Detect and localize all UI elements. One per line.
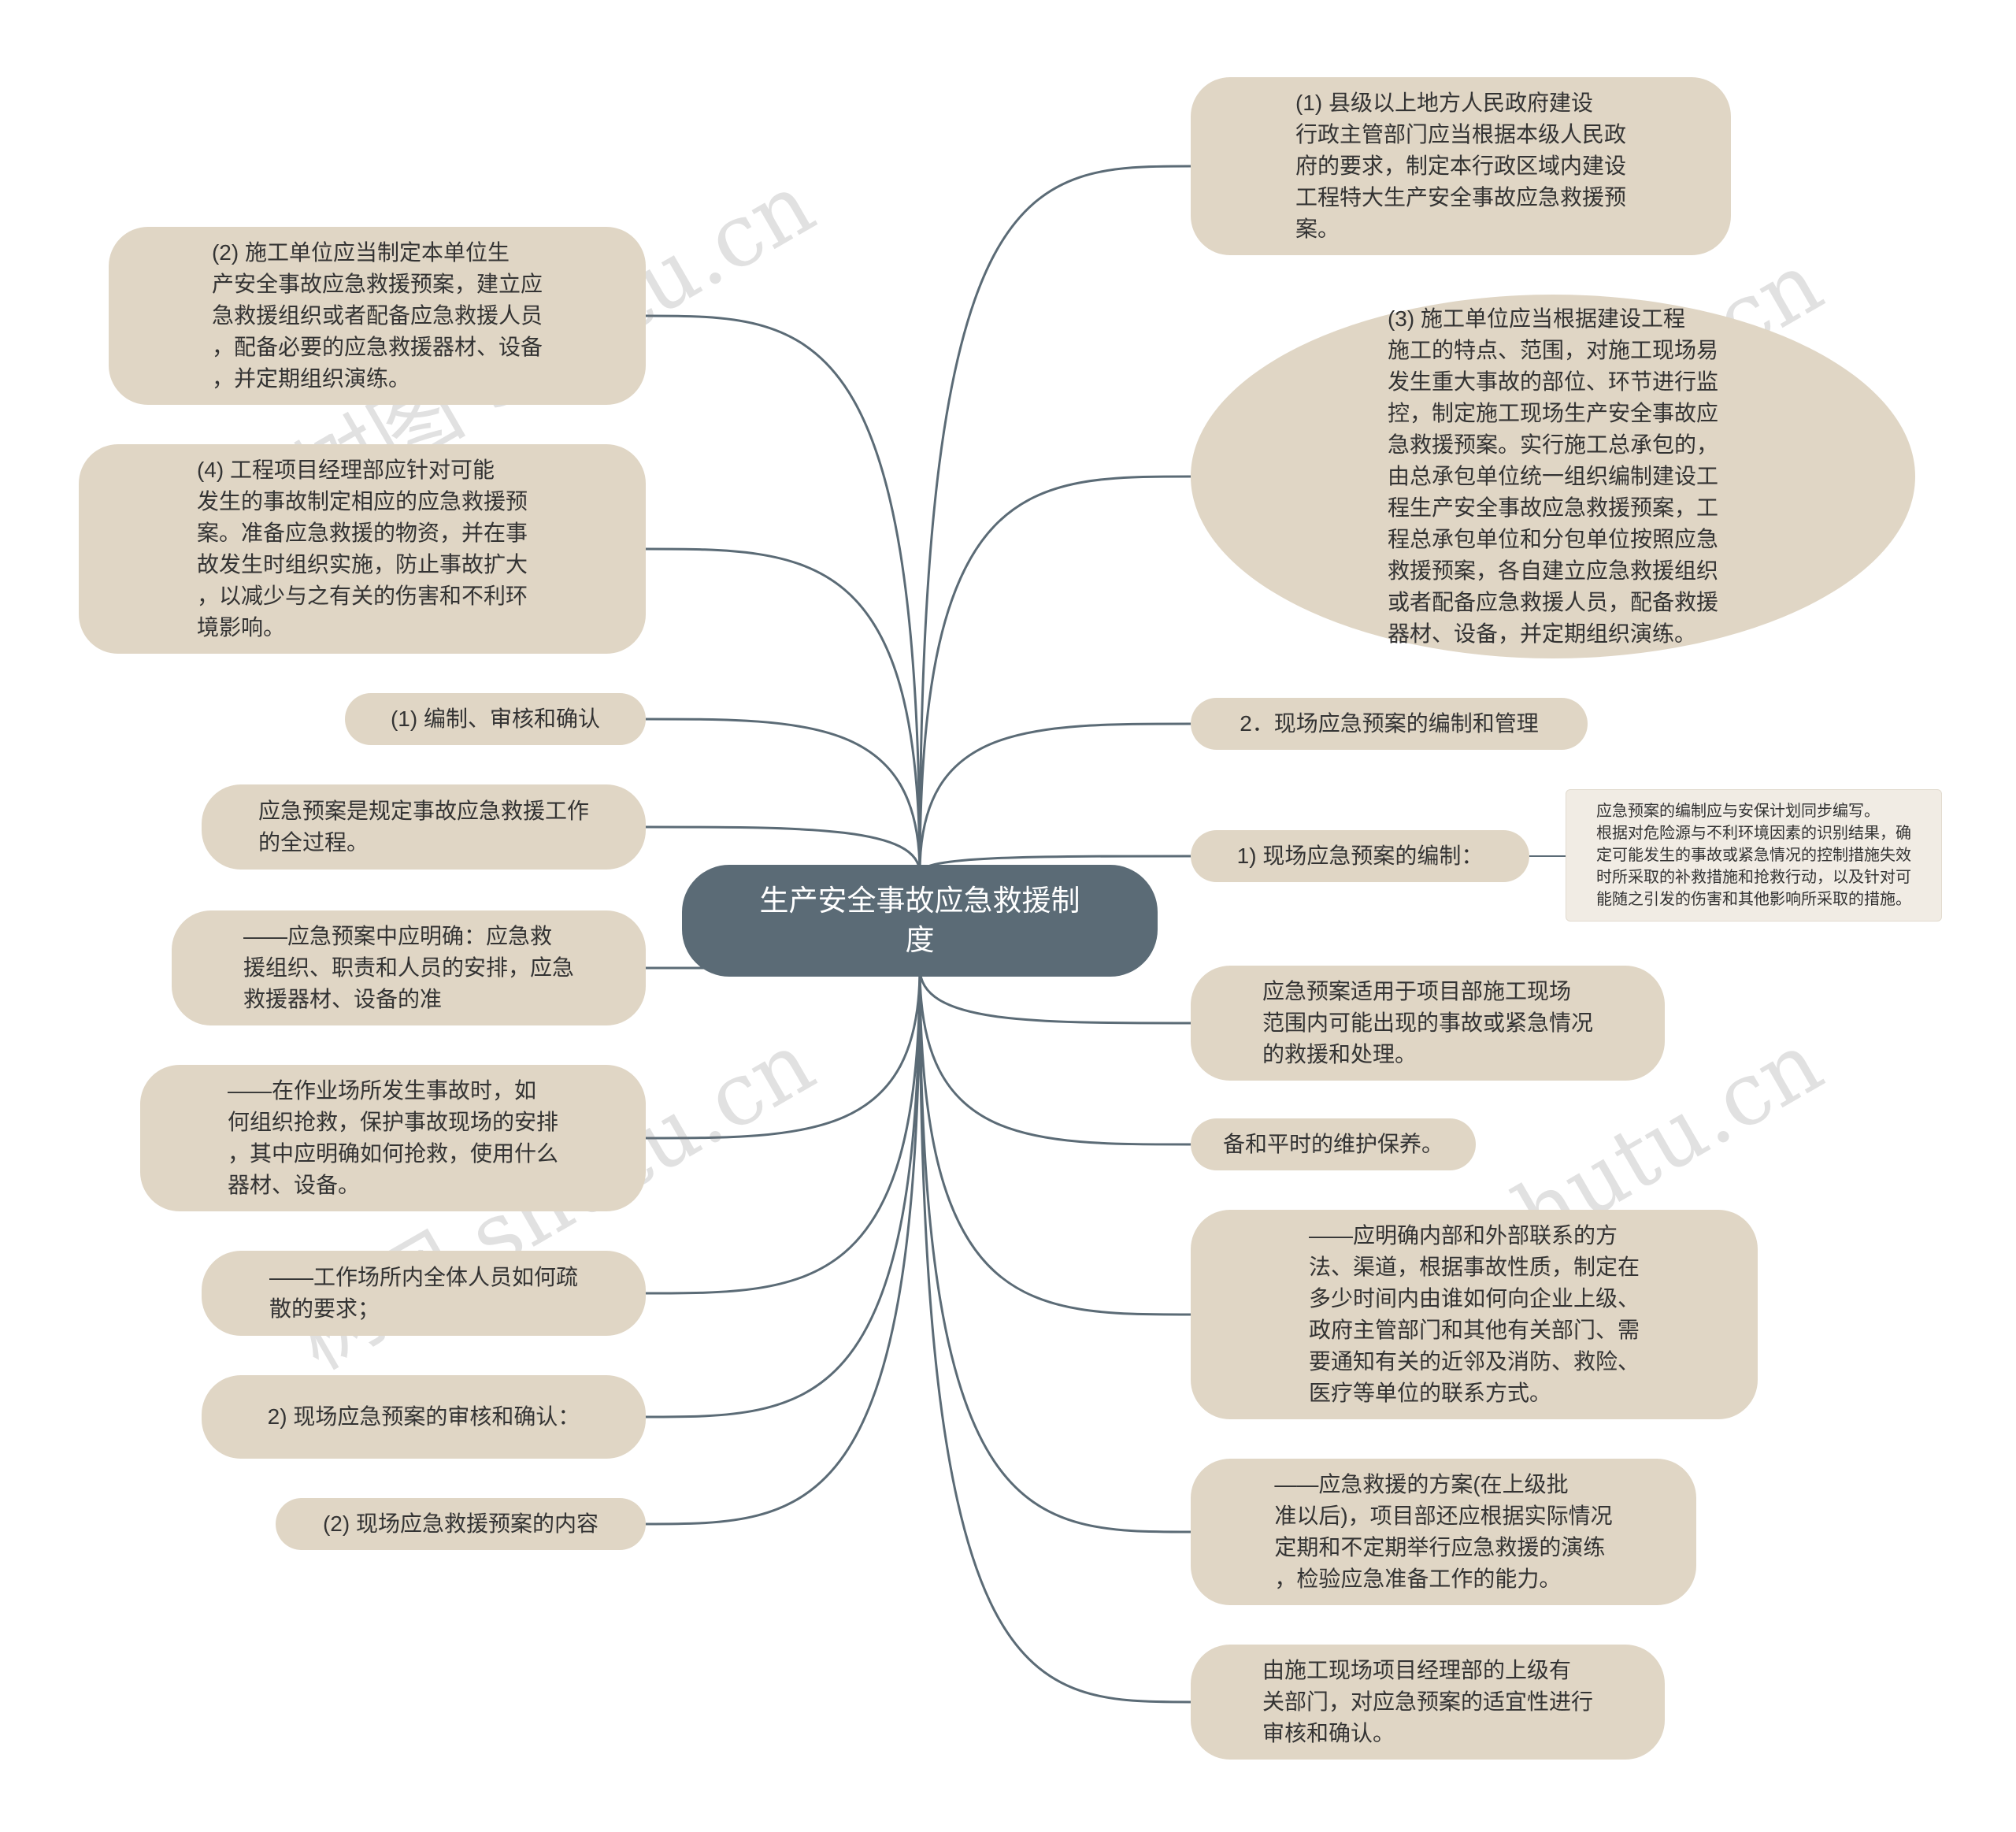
right-node-3[interactable]: 2．现场应急预案的编制和管理 bbox=[1191, 698, 1588, 750]
left-node-6-text: ——在作业场所发生事故时，如 何组织抢救，保护事故现场的安排 ，其中应明确如何抢… bbox=[227, 1078, 558, 1197]
connector-line bbox=[918, 967, 1191, 1533]
root-topic-label: 生产安全事故应急救援制 度 bbox=[759, 884, 1080, 956]
right-node-8-text: ——应急救援的方案(在上级批 准以后)，项目部还应根据实际情况 定期和不定期举行… bbox=[1274, 1472, 1613, 1591]
left-node-7-text: ——工作场所内全体人员如何疏 散的要求； bbox=[269, 1265, 578, 1321]
left-node-3-text: (1) 编制、审核和确认 bbox=[390, 706, 600, 731]
connector-line bbox=[645, 825, 921, 874]
left-node-9-text: (2) 现场应急救援预案的内容 bbox=[322, 1511, 598, 1536]
connector-line bbox=[918, 967, 1191, 1146]
right-node-6-text: 备和平时的维护保养。 bbox=[1222, 1132, 1443, 1156]
left-node-6[interactable]: ——在作业场所发生事故时，如 何组织抢救，保护事故现场的安排 ，其中应明确如何抢… bbox=[140, 1065, 646, 1211]
right-node-5[interactable]: 应急预案适用于项目部施工现场 范围内可能出现的事故或紧急情况 的救援和处理。 bbox=[1191, 966, 1665, 1081]
right-node-5-text: 应急预案适用于项目部施工现场 范围内可能出现的事故或紧急情况 的救援和处理。 bbox=[1262, 979, 1593, 1066]
connector-line bbox=[918, 967, 1191, 1704]
right-node-4[interactable]: 1) 现场应急预案的编制： bbox=[1191, 830, 1529, 882]
note-box-text: 应急预案的编制应与安保计划同步编写。 根据对危险源与不利环境因素的识别结果，确 … bbox=[1596, 803, 1911, 908]
right-node-7-text: ——应明确内部和外部联系的方 法、渠道，根据事故性质，制定在 多少时间内由谁如何… bbox=[1308, 1223, 1640, 1405]
right-node-1-text: (1) 县级以上地方人民政府建设 行政主管部门应当根据本级人民政 府的要求，制定… bbox=[1295, 91, 1626, 241]
left-node-9[interactable]: (2) 现场应急救援预案的内容 bbox=[276, 1498, 646, 1550]
connector-line bbox=[918, 475, 1191, 874]
left-node-3[interactable]: (1) 编制、审核和确认 bbox=[345, 693, 646, 745]
left-node-8-text: 2) 现场应急预案的审核和确认： bbox=[267, 1404, 580, 1429]
left-node-2-text: (4) 工程项目经理部应针对可能 发生的事故制定相应的应急救援预 案。准备应急救… bbox=[196, 458, 528, 640]
right-node-2[interactable]: (3) 施工单位应当根据建设工程 施工的特点、范围，对施工现场易 发生重大事故的… bbox=[1191, 295, 1915, 658]
right-node-9-text: 由施工现场项目经理部的上级有 关部门，对应急预案的适宜性进行 审核和确认。 bbox=[1262, 1658, 1593, 1745]
right-node-2-text: (3) 施工单位应当根据建设工程 施工的特点、范围，对施工现场易 发生重大事故的… bbox=[1387, 306, 1718, 646]
left-node-4-text: 应急预案是规定事故应急救援工作 的全过程。 bbox=[258, 799, 589, 855]
left-node-5[interactable]: ——应急预案中应明确：应急救 援组织、职责和人员的安排，应急 救援器材、设备的准 bbox=[172, 910, 646, 1025]
left-node-1[interactable]: (2) 施工单位应当制定本单位生 产安全事故应急救援预案，建立应 急救援组织或者… bbox=[109, 227, 646, 405]
right-node-1[interactable]: (1) 县级以上地方人民政府建设 行政主管部门应当根据本级人民政 府的要求，制定… bbox=[1191, 77, 1731, 255]
left-node-5-text: ——应急预案中应明确：应急救 援组织、职责和人员的安排，应急 救援器材、设备的准 bbox=[243, 924, 574, 1011]
connector-line bbox=[645, 718, 921, 874]
left-node-2[interactable]: (4) 工程项目经理部应针对可能 发生的事故制定相应的应急救援预 案。准备应急救… bbox=[79, 444, 646, 654]
right-node-9[interactable]: 由施工现场项目经理部的上级有 关部门，对应急预案的适宜性进行 审核和确认。 bbox=[1191, 1645, 1665, 1760]
right-node-7[interactable]: ——应明确内部和外部联系的方 法、渠道，根据事故性质，制定在 多少时间内由谁如何… bbox=[1191, 1210, 1758, 1419]
connector-line bbox=[645, 967, 921, 1140]
right-node-3-text: 2．现场应急预案的编制和管理 bbox=[1240, 711, 1539, 736]
connector-line bbox=[645, 314, 921, 874]
left-node-4[interactable]: 应急预案是规定事故应急救援工作 的全过程。 bbox=[202, 784, 646, 870]
connector-line bbox=[918, 967, 1191, 1025]
note-box[interactable]: 应急预案的编制应与安保计划同步编写。 根据对危险源与不利环境因素的识别结果，确 … bbox=[1566, 789, 1942, 922]
right-node-8[interactable]: ——应急救援的方案(在上级批 准以后)，项目部还应根据实际情况 定期和不定期举行… bbox=[1191, 1459, 1696, 1605]
right-node-4-text: 1) 现场应急预案的编制： bbox=[1236, 844, 1484, 868]
connector-line bbox=[918, 722, 1191, 874]
left-node-7[interactable]: ——工作场所内全体人员如何疏 散的要求； bbox=[202, 1251, 646, 1336]
root-topic[interactable]: 生产安全事故应急救援制 度 bbox=[682, 865, 1158, 977]
connector-line bbox=[918, 165, 1191, 874]
connector-line bbox=[918, 967, 1191, 1316]
left-node-8[interactable]: 2) 现场应急预案的审核和确认： bbox=[202, 1375, 646, 1459]
connector-line bbox=[645, 967, 921, 1419]
connector-line bbox=[645, 967, 921, 1295]
connector-line bbox=[645, 967, 921, 1526]
connector-line bbox=[645, 547, 921, 874]
right-node-6[interactable]: 备和平时的维护保养。 bbox=[1191, 1118, 1476, 1170]
left-node-1-text: (2) 施工单位应当制定本单位生 产安全事故应急救援预案，建立应 急救援组织或者… bbox=[211, 240, 543, 391]
